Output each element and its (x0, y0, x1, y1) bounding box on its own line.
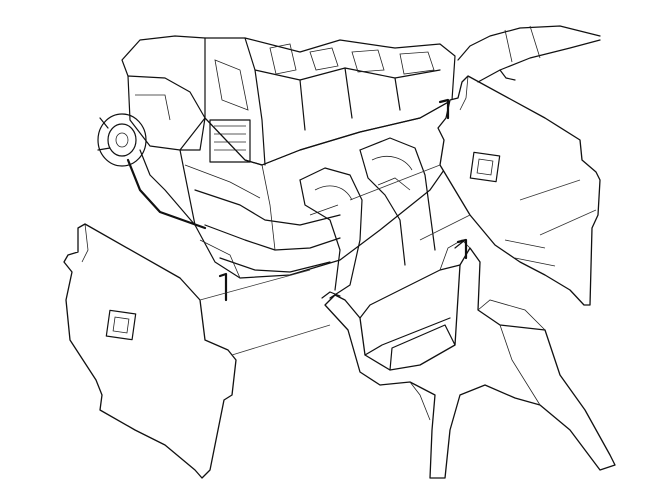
air-ducts (299, 137, 436, 299)
heater-unit (179, 37, 459, 279)
left-side-cover-panel (63, 223, 237, 479)
mounting-clips (218, 98, 468, 302)
vehicle-body-outline (457, 25, 601, 83)
center-console-bracket (321, 239, 616, 479)
assembly-leader-lines (199, 164, 597, 356)
blower-fan-housing (97, 35, 207, 230)
right-side-cover-panel (437, 75, 601, 306)
